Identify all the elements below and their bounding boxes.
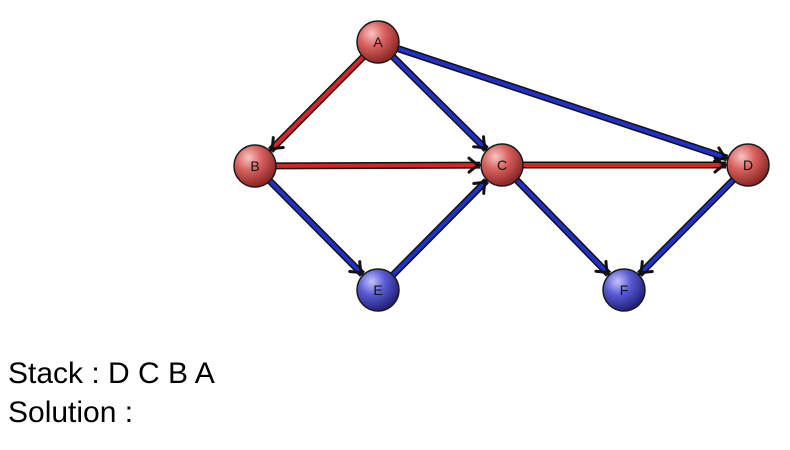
edge-E-C	[390, 178, 489, 278]
node-circle	[356, 20, 400, 64]
node-A: A	[356, 20, 400, 64]
node-F: F	[602, 268, 646, 312]
node-circle	[356, 268, 400, 312]
edge-A-C	[390, 54, 489, 152]
node-D: D	[726, 143, 770, 187]
edge-C-D	[523, 156, 728, 174]
node-C: C	[480, 143, 524, 187]
edge-B-C	[275, 156, 482, 174]
node-circle	[480, 143, 524, 187]
node-label: D	[743, 157, 753, 173]
node-E: E	[356, 268, 400, 312]
edge-B-E	[267, 178, 365, 277]
node-label: B	[250, 158, 259, 174]
node-label: F	[620, 282, 629, 298]
edge-A-B	[268, 54, 366, 153]
stack-readout: Stack : D C B A	[8, 357, 215, 390]
solution-readout: Solution :	[8, 396, 134, 429]
node-layer: A B C D E F	[233, 20, 770, 312]
node-circle	[233, 144, 277, 188]
edge-D-F	[637, 177, 736, 277]
node-label: E	[373, 282, 382, 298]
node-circle	[602, 268, 646, 312]
node-B: B	[233, 144, 277, 188]
node-label: C	[497, 157, 507, 173]
edge-A-D	[396, 45, 729, 163]
edge-C-F	[514, 177, 612, 277]
graph-canvas: A B C D E F	[233, 20, 770, 312]
node-label: A	[373, 34, 383, 50]
node-circle	[726, 143, 770, 187]
edge-layer	[267, 45, 736, 278]
